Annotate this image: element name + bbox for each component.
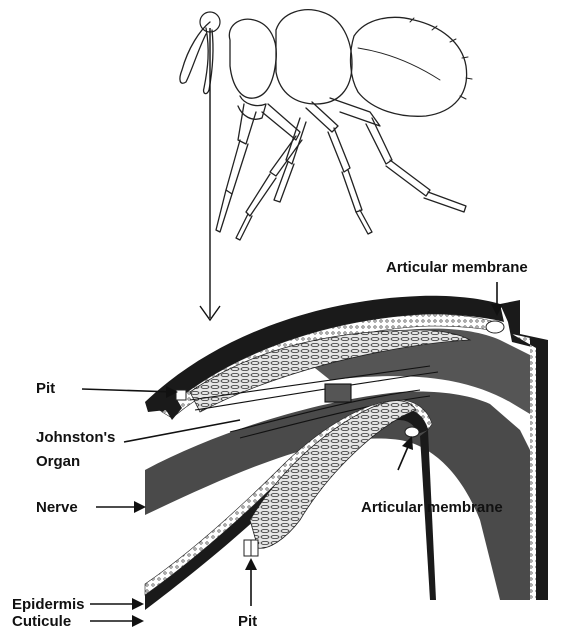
cross-section [145,296,548,610]
hind-leg-right [330,98,380,126]
label-cuticule: Cuticule [12,613,71,630]
pit-left-marker [176,390,186,400]
insect-illustration [180,10,472,240]
label-epidermis: Epidermis [12,596,85,613]
articular-membrane-top [486,321,504,333]
hind-leg-left [306,102,338,132]
label-pit-left: Pit [36,380,55,397]
zoom-arrow [200,28,220,320]
head [229,19,276,98]
label-johnstons: Johnston's [36,429,115,446]
label-nerve: Nerve [36,499,78,516]
thorax [276,10,352,104]
label-articular-membrane-top: Articular membrane [386,259,528,276]
label-pit-bottom: Pit [238,613,257,630]
articular-membrane-bottom [405,427,419,437]
label-articular-membrane-bottom: Articular membrane [361,499,503,516]
label-organ: Organ [36,453,80,470]
wing [351,17,467,116]
